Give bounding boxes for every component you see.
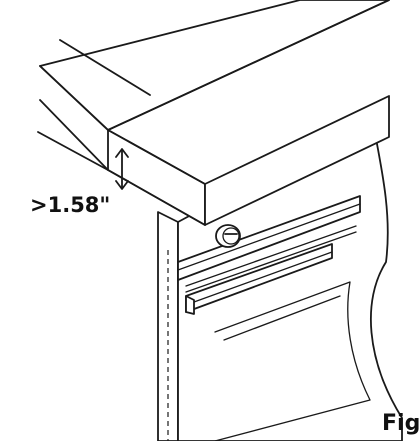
- control-knob-icon: [215, 224, 241, 248]
- dimension-symbol: >: [30, 193, 48, 217]
- thickness-dimension-arrow: [115, 148, 129, 190]
- dimension-value: 1.58": [48, 193, 111, 217]
- door-handle: [185, 243, 333, 315]
- countertop: [37, 0, 390, 226]
- cabinet-side-panel: [157, 211, 179, 441]
- dimension-label: >1.58": [30, 193, 110, 217]
- figure-label: Fig: [382, 411, 419, 436]
- oven-top-strip: [177, 195, 361, 281]
